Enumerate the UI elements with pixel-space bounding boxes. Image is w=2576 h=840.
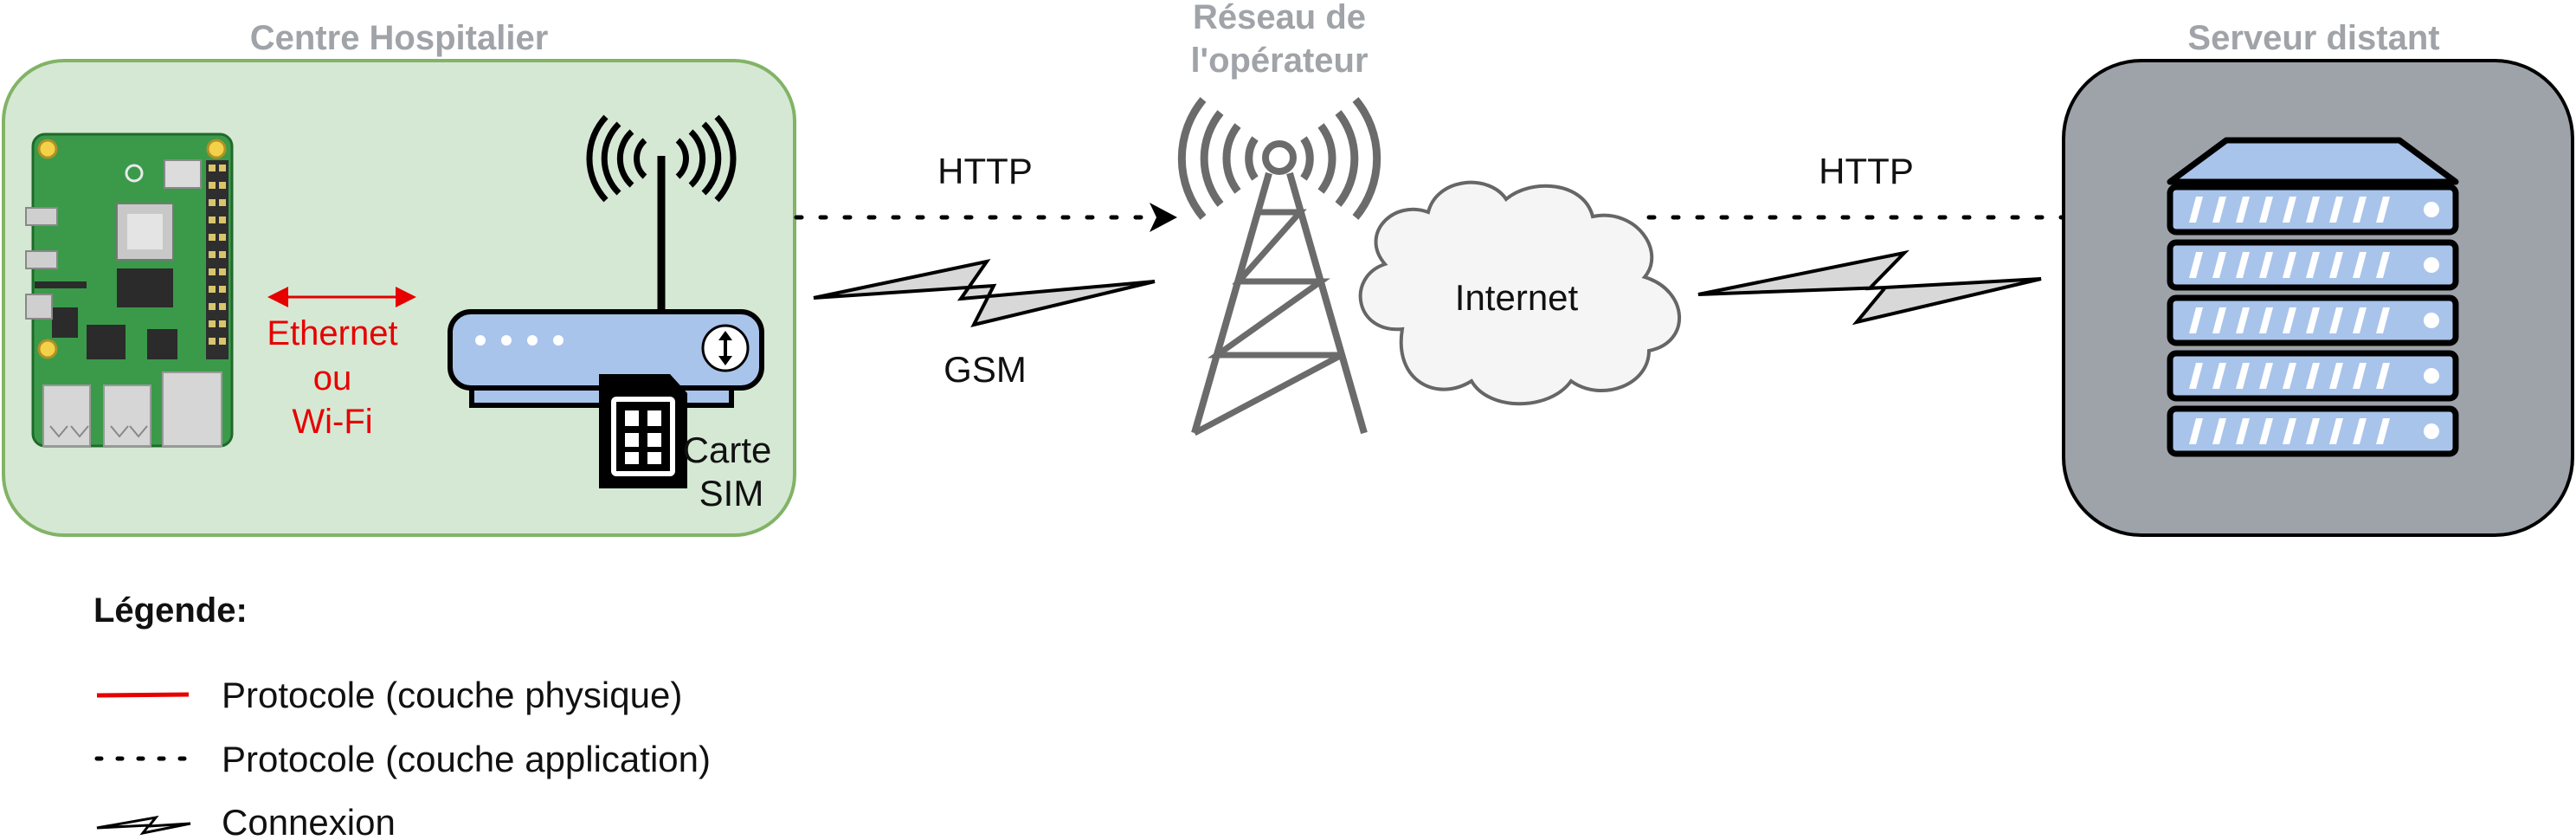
legend-lightning-swatch bbox=[96, 815, 191, 836]
legend-item-application: Protocole (couche application) bbox=[222, 739, 711, 779]
server-unit bbox=[2167, 294, 2459, 346]
operator-title-2: l'opérateur bbox=[1190, 42, 1368, 80]
ethernet-label-ou: ou bbox=[313, 359, 352, 397]
raspberry-pi-board-icon bbox=[25, 132, 234, 448]
hospital-title: Centre Hospitalier bbox=[250, 19, 549, 57]
internet-label: Internet bbox=[1455, 277, 1579, 318]
gsm-label: GSM bbox=[943, 349, 1027, 390]
http-right-label: HTTP bbox=[1819, 151, 1914, 191]
server-rack-icon bbox=[2167, 137, 2459, 457]
server-unit bbox=[2167, 184, 2459, 236]
sim-label: Carte bbox=[683, 430, 772, 470]
ethernet-label-wifi: Wi-Fi bbox=[292, 403, 372, 441]
cloud-icon bbox=[1358, 180, 1682, 406]
server-unit bbox=[2167, 350, 2459, 402]
legend-item-physical: Protocole (couche physique) bbox=[222, 675, 682, 715]
http-left-arrowhead bbox=[1150, 203, 1177, 232]
ethernet-label: Ethernet bbox=[267, 314, 397, 352]
http-left-label: HTTP bbox=[937, 151, 1033, 191]
legend-title: Légende: bbox=[93, 591, 248, 630]
internet-connection-lightning bbox=[1697, 249, 2042, 326]
legend-item-connexion: Connexion bbox=[222, 802, 396, 840]
cell-tower-icon bbox=[1177, 97, 1381, 436]
server-unit bbox=[2167, 239, 2459, 291]
sim-card-icon bbox=[599, 374, 687, 488]
operator-title: Réseau de bbox=[1193, 0, 1366, 36]
sim-label-2: SIM bbox=[699, 473, 764, 514]
server-unit bbox=[2167, 405, 2459, 457]
server-title: Serveur distant bbox=[2187, 19, 2439, 57]
gsm-connection-lightning bbox=[813, 259, 1156, 327]
